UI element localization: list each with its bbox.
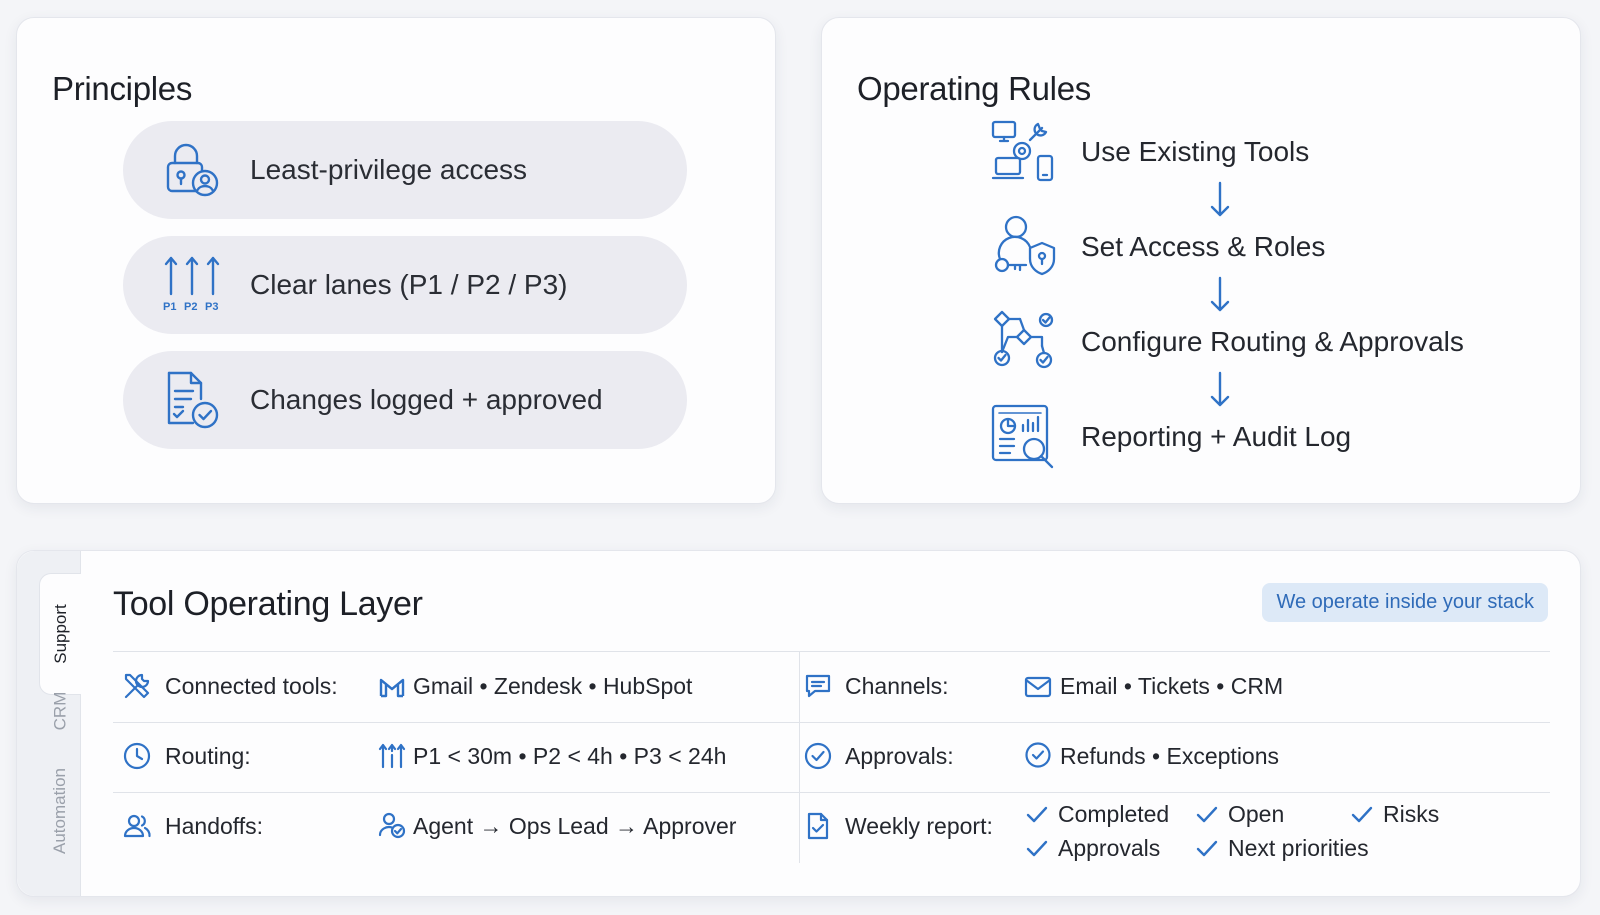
workflow-icon [993,310,1054,369]
tab-automation[interactable]: Automation [39,751,81,871]
lanes-icon [378,743,406,769]
report-item-label: Risks [1383,801,1440,827]
column-divider [799,651,800,863]
devices-tools-icon [991,120,1054,182]
arrow-down-icon [1210,181,1230,217]
report-item-label: Completed [1058,801,1170,827]
operating-rules-card: Operating Rules Use Existing Tools Set A… [821,17,1581,504]
principle-label: Least-privilege access [250,154,528,185]
stack-badge: We operate inside your stack [1262,583,1548,622]
divider [113,651,1550,652]
document-check-icon [167,371,219,429]
principle-clear-lanes: P1 P2 P3 Clear lanes (P1 / P2 / P3) [123,236,687,334]
report-search-icon [991,404,1054,469]
tool-operating-layer-card: Support CRM Automation Tool Operating La… [16,550,1581,897]
check-icon [1351,806,1373,823]
lane-label-p2: P2 [184,301,197,313]
divider [113,722,1550,723]
divider [113,792,1550,793]
principle-label: Changes logged + approved [250,384,603,415]
report-item-label: Approvals [1058,835,1161,861]
check-icon [1026,840,1048,857]
rule-step-label: Reporting + Audit Log [1081,421,1352,452]
report-item-label: Next priorities [1228,835,1369,861]
lane-label-p1: P1 [163,301,176,313]
tab-support-label: Support [50,604,70,664]
user-key-shield-icon [994,215,1056,276]
check-circle-icon [1025,742,1051,768]
rule-step-configure-routing: Configure Routing & Approvals [990,308,1550,378]
principle-label: Clear lanes (P1 / P2 / P3) [250,269,568,300]
user-check-icon [378,812,406,839]
principle-least-privilege: Least-privilege access [123,121,687,219]
tab-crm[interactable]: CRM [39,679,81,743]
tab-support[interactable]: Support [39,573,81,695]
rule-step-label: Set Access & Roles [1081,231,1326,262]
routing-key: Routing: [165,743,251,769]
report-item-label: Open [1228,801,1285,827]
document-check-icon [807,812,829,840]
connected-tools-key: Connected tools: [165,673,338,699]
check-icon [1196,840,1218,857]
weekly-report-key: Weekly report: [845,813,993,839]
rule-step-reporting-audit: Reporting + Audit Log [990,403,1550,473]
check-circle-icon [804,742,832,770]
approvals-value: Refunds • Exceptions [1060,743,1280,769]
clock-icon [123,742,151,770]
principles-title: Principles [52,70,193,107]
approvals-key: Approvals: [845,743,954,769]
lock-user-icon [166,143,219,197]
rule-step-set-access-roles: Set Access & Roles [990,213,1550,283]
chat-icon [805,674,831,698]
check-icon [1026,806,1048,823]
wrench-screwdriver-icon [124,673,150,699]
principle-changes-logged: Changes logged + approved [123,351,687,449]
routing-value: P1 < 30m • P2 < 4h • P3 < 24h [413,743,727,769]
connected-tools-value: Gmail • Zendesk • HubSpot [413,673,693,699]
tab-automation-label: Automation [50,768,69,854]
rule-step-label: Use Existing Tools [1081,136,1310,167]
tool-layer-title: Tool Operating Layer [113,585,423,623]
check-icon [1196,806,1218,823]
rule-step-use-existing-tools: Use Existing Tools [990,118,1550,188]
rule-step-label: Configure Routing & Approvals [1081,326,1464,357]
handoffs-value: Agent → Ops Lead → Approver [413,813,737,839]
envelope-icon [1024,676,1052,698]
users-icon [123,814,151,838]
principles-card: Principles Least-privilege access P1 P2 … [16,17,776,504]
lane-label-p3: P3 [205,301,218,313]
arrow-down-icon [1210,276,1230,312]
handoffs-key: Handoffs: [165,813,264,839]
tab-crm-label: CRM [50,691,69,731]
channels-value: Email • Tickets • CRM [1060,673,1284,699]
arrow-down-icon [1210,371,1230,407]
priority-lanes-icon: P1 P2 P3 [163,256,220,313]
operating-rules-title: Operating Rules [857,70,1091,107]
channels-key: Channels: [845,673,949,699]
gmail-icon [379,678,405,698]
